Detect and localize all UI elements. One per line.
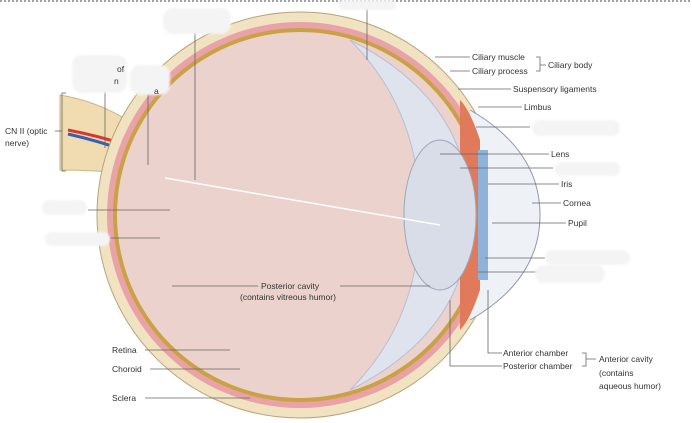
label-fragment: a [154, 86, 159, 96]
label-posterior-cavity-note: (contains vitreous humor) [240, 292, 336, 302]
redacted-label [338, 0, 396, 10]
redacted-label [72, 55, 127, 93]
label-ciliary-muscle: Ciliary muscle [472, 52, 525, 62]
label-retina: Retina [112, 345, 137, 355]
label-ciliary-body: Ciliary body [548, 60, 593, 70]
label-pupil: Pupil [568, 218, 587, 228]
visual-axis [164, 177, 441, 226]
label-anterior-cavity: Anterior cavity [599, 354, 653, 364]
leader-lines [55, 5, 596, 399]
label-sclera: Sclera [112, 393, 137, 403]
label-posterior-chamber: Posterior chamber [503, 361, 573, 371]
redacted-label [555, 162, 620, 176]
label-iris: Iris [561, 179, 573, 189]
redacted-label [535, 265, 605, 283]
label-optic-nerve: CN II (optic [5, 126, 48, 136]
label-posterior-cavity: Posterior cavity [261, 281, 320, 291]
label-optic-nerve-cont: nerve) [5, 138, 30, 148]
vitreous-body [117, 32, 483, 398]
iris-shape [478, 150, 488, 280]
label-cornea: Cornea [563, 198, 591, 208]
label-anterior-cavity-note1: (contains [599, 368, 634, 378]
redacted-label [545, 250, 630, 265]
label-fragment: of [117, 64, 125, 74]
redacted-label [130, 65, 170, 95]
label-anterior-cavity-note2: aqueous humor) [599, 381, 661, 391]
redacted-label [163, 8, 231, 34]
lens-shape [403, 139, 477, 291]
label-choroid: Choroid [112, 364, 142, 374]
label-lens: Lens [551, 149, 570, 159]
label-limbus: Limbus [524, 102, 552, 112]
label-fragment: n [114, 76, 119, 86]
label-anterior-chamber: Anterior chamber [503, 348, 569, 358]
redacted-label [45, 232, 110, 246]
redacted-label [42, 200, 87, 215]
redacted-label [532, 120, 620, 136]
ciliary-folds [349, 39, 471, 391]
label-suspensory-ligaments: Suspensory ligaments [513, 84, 597, 94]
label-ciliary-process: Ciliary process [472, 66, 528, 76]
